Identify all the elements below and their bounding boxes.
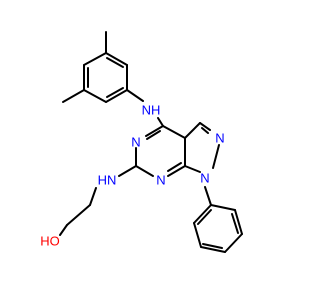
bond-c3a-c4 bbox=[162, 125, 186, 139]
bond-ch2-oh bbox=[59, 224, 68, 236]
bond-ph-inner-2 bbox=[202, 243, 223, 249]
atom-n7: N bbox=[156, 173, 165, 188]
bond-n1-c7a-pz bbox=[184, 165, 201, 173]
bond-nh-c4 bbox=[157, 117, 164, 127]
bond-aryl-nh bbox=[126, 89, 144, 102]
bond-c3-n2-inner bbox=[201, 127, 209, 134]
bond-aryl-3 bbox=[105, 89, 128, 103]
bond-nh-ch2 bbox=[89, 187, 97, 206]
bond-n1-c7a bbox=[167, 165, 186, 177]
bond-n2-n1 bbox=[212, 144, 220, 169]
bond-c2-nh bbox=[118, 165, 137, 177]
bond-aryl-4 bbox=[83, 89, 107, 103]
bonds bbox=[59, 31, 243, 253]
bond-ch2-ch2 bbox=[66, 204, 91, 226]
bond-aryl-inner-2 bbox=[106, 87, 124, 98]
atom-nh-chain: HN bbox=[98, 173, 117, 188]
bond-c3-n2 bbox=[199, 122, 211, 131]
atom-n1: N bbox=[200, 171, 209, 186]
bond-ph-6 bbox=[193, 204, 212, 224]
bond-methyl-left bbox=[62, 89, 85, 103]
bond-aryl-6 bbox=[83, 52, 107, 66]
bond-aryl-inner-1 bbox=[106, 57, 124, 68]
atom-hydroxyl: HO bbox=[40, 234, 60, 249]
bond-ph-1 bbox=[210, 204, 236, 211]
bond-ph-4 bbox=[200, 246, 226, 253]
atom-n3: N bbox=[131, 135, 140, 150]
bond-c2-n1 bbox=[135, 165, 154, 177]
atom-labels: NH N N N N HN HO bbox=[40, 103, 224, 249]
bond-n1-phenyl bbox=[204, 186, 212, 206]
bond-ph-inner-3 bbox=[197, 209, 212, 225]
bond-ph-2 bbox=[234, 209, 243, 235]
bond-c4-n3 bbox=[145, 125, 164, 137]
bond-ph-inner-1 bbox=[231, 213, 239, 234]
bond-c4-n3-inner bbox=[146, 130, 161, 140]
bond-ph-5 bbox=[193, 222, 202, 248]
molecule-structure: NH N N N N HN HO bbox=[40, 31, 243, 253]
bond-n1-c7a-inner bbox=[167, 162, 182, 172]
bond-aryl-1 bbox=[105, 52, 128, 66]
atom-nh-top: NH bbox=[142, 103, 161, 118]
atom-n2: N bbox=[215, 131, 224, 146]
bond-ph-3 bbox=[224, 233, 243, 253]
bond-c3a-c3 bbox=[184, 122, 201, 139]
